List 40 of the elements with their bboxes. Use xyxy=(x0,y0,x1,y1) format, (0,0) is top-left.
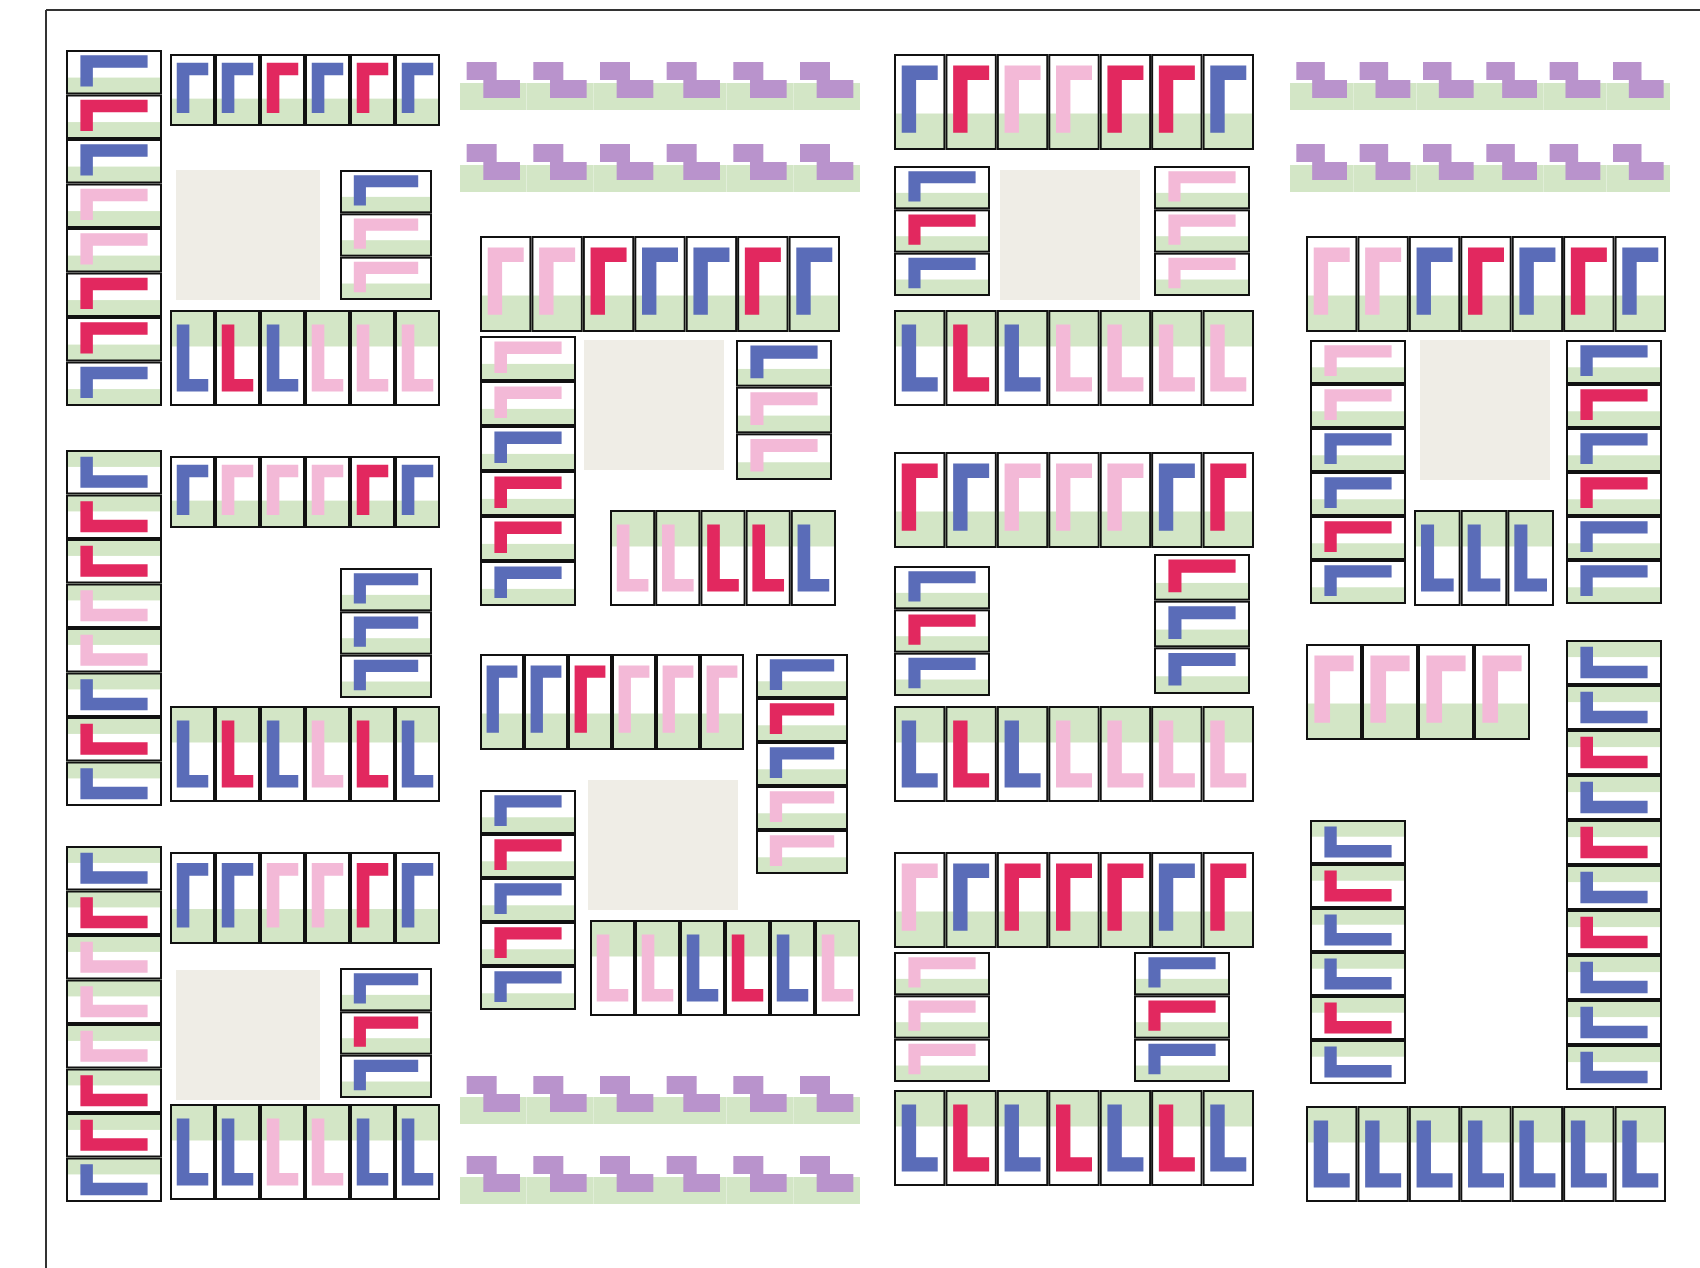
tile-strip xyxy=(170,706,440,802)
tile-strip xyxy=(1306,644,1530,740)
tile-strip xyxy=(170,852,440,944)
tile-strip xyxy=(66,450,162,806)
tile-strip xyxy=(170,310,440,406)
tile-strip xyxy=(66,50,162,406)
tile-strip xyxy=(340,568,432,698)
tile-strip xyxy=(894,952,990,1082)
tile-strip xyxy=(894,566,990,696)
tile-strip xyxy=(756,654,848,874)
tile-strip xyxy=(894,166,990,296)
tile-strip xyxy=(480,790,576,1010)
tile-strip xyxy=(1134,952,1230,1082)
tile-strip xyxy=(340,968,432,1098)
tile-strip xyxy=(1306,1106,1666,1202)
tile-strip xyxy=(894,706,1254,802)
tile-strip xyxy=(1566,340,1662,604)
tile-strip xyxy=(480,236,840,332)
tile-strip xyxy=(170,456,440,528)
tile-strip xyxy=(894,1090,1254,1186)
tile-strip xyxy=(480,654,744,750)
tile-strip xyxy=(736,340,832,480)
tile-strip xyxy=(1154,166,1250,296)
tile-strip xyxy=(894,54,1254,150)
tile-strip xyxy=(170,1104,440,1200)
tile-strip xyxy=(894,452,1254,548)
tile-strip xyxy=(1310,340,1406,604)
tile-strip xyxy=(894,310,1254,406)
tile-strip xyxy=(66,846,162,1202)
tile-strip xyxy=(1306,236,1666,332)
tile-strip xyxy=(480,336,576,606)
tile-strip xyxy=(170,54,440,126)
tile-strip xyxy=(1310,820,1406,1084)
tile-strip xyxy=(610,510,836,606)
tile-strip xyxy=(894,852,1254,948)
tile-strip xyxy=(1154,554,1250,694)
tile-strip xyxy=(340,170,432,300)
tile-strip xyxy=(1414,510,1554,606)
tile-strip xyxy=(590,920,860,1016)
tile-strip xyxy=(1566,640,1662,1090)
